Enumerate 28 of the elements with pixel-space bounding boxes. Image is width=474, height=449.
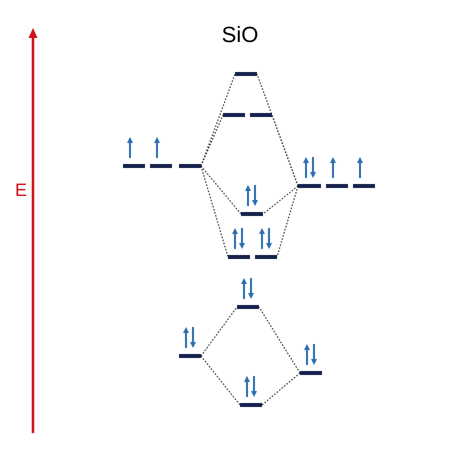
energy-level-bar	[179, 354, 201, 358]
energy-level-bar	[300, 371, 322, 375]
energy-level-bar	[179, 164, 201, 168]
energy-level-bar	[298, 184, 321, 188]
energy-level-bar	[223, 113, 245, 117]
energy-level-bar	[241, 212, 263, 216]
correlation-line	[271, 114, 299, 186]
correlation-line	[262, 186, 298, 214]
correlation-line	[200, 356, 240, 406]
energy-level-bar	[255, 255, 277, 259]
energy-level-bar	[326, 184, 348, 188]
correlation-line	[200, 166, 242, 214]
correlation-line	[200, 306, 238, 356]
energy-level-bar	[150, 164, 172, 168]
energy-level-bar	[250, 113, 272, 117]
correlation-line	[258, 306, 300, 374]
energy-level-bar	[123, 164, 145, 168]
energy-level-bar	[235, 72, 257, 76]
correlation-line	[200, 114, 224, 166]
diagram-title: SiO	[222, 24, 258, 46]
axis-label: E	[15, 181, 28, 199]
energy-level-bar	[237, 305, 259, 309]
correlation-line	[262, 372, 300, 406]
energy-level-bar	[240, 403, 262, 407]
energy-level-bar	[228, 255, 250, 259]
correlation-line	[276, 186, 299, 258]
energy-level-bar	[353, 184, 375, 188]
correlation-line	[200, 166, 229, 258]
